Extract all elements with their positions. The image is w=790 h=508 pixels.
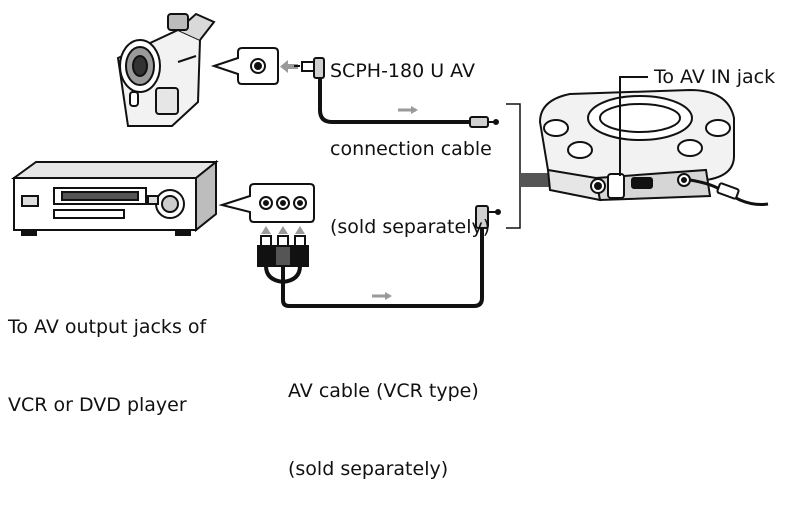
cable1-plug-icon bbox=[469, 116, 499, 128]
cable2-label: AV cable (VCR type) (sold separately) bbox=[288, 326, 479, 508]
cable2-label-line1: AV cable (VCR type) bbox=[288, 380, 479, 402]
rca-insert-arrows bbox=[261, 226, 305, 234]
camcorder-jack-callout bbox=[210, 47, 279, 85]
av-connection-cable bbox=[318, 78, 470, 124]
mini-plug-icon bbox=[294, 57, 325, 79]
cable1-label-line2: connection cable bbox=[330, 138, 492, 160]
diagram-drawing bbox=[10, 12, 769, 308]
av-in-leader-line bbox=[619, 76, 648, 176]
connection-diagram: SCPH-180 U AV connection cable (sold sep… bbox=[8, 6, 776, 480]
cable1-label-line3: (sold separately) bbox=[330, 216, 491, 238]
vcr-av-cable bbox=[264, 228, 484, 308]
camcorder-icon bbox=[116, 12, 216, 127]
camcorder-jack-arrow bbox=[280, 60, 298, 73]
cable2-plug-icon bbox=[475, 205, 501, 229]
console-icon bbox=[538, 88, 735, 202]
output-label-line1: To AV output jacks of bbox=[8, 316, 207, 338]
cable-bracket bbox=[506, 103, 521, 229]
cable1-label-line1: SCPH-180 U AV bbox=[330, 60, 475, 82]
cable2-label-line2: (sold separately) bbox=[288, 458, 449, 480]
rca-plugs-icon bbox=[257, 235, 309, 267]
vcr-output-jacks-callout bbox=[218, 183, 315, 223]
cable1-label: SCPH-180 U AV connection cable (sold sep… bbox=[330, 6, 492, 266]
vcr-icon bbox=[10, 159, 219, 236]
av-in-label: To AV IN jack bbox=[654, 66, 776, 88]
output-label-line2: VCR or DVD player bbox=[8, 394, 187, 416]
output-label: To AV output jacks of VCR or DVD player bbox=[8, 262, 206, 444]
